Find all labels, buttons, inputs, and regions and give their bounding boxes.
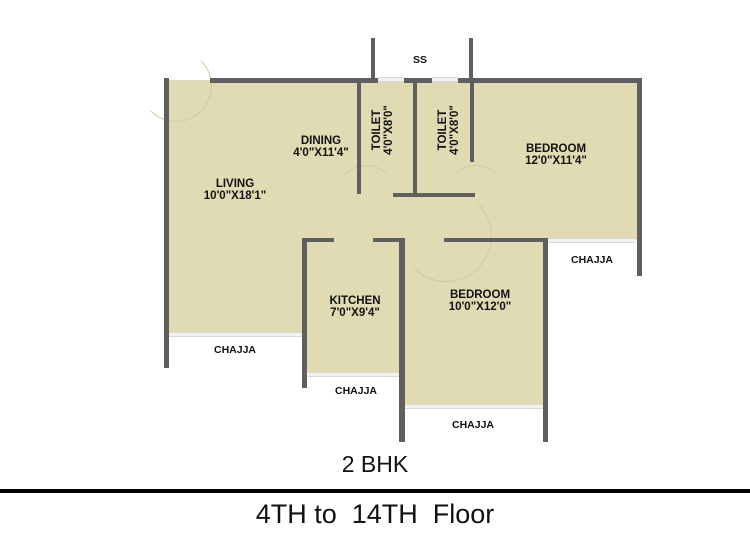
room-name: TOILET (437, 109, 449, 151)
chajja-bedroom1-edge (548, 238, 636, 243)
wall-bedroom2-top (444, 238, 548, 242)
door-arc-bedroom2 (400, 190, 492, 282)
room-name: DINING (300, 135, 342, 147)
room-label-kitchen: KITCHEN 7'0"X9'4" (310, 295, 400, 319)
room-size: 12'0"X11'4" (525, 155, 587, 167)
chajja-label-bedroom2: CHAJJA (451, 419, 494, 431)
ss-window-right (432, 77, 458, 82)
room-name: KITCHEN (329, 295, 381, 307)
wall-toilets-divider (413, 80, 417, 194)
chajja-kitchen-edge (308, 372, 400, 377)
divider-rule (0, 489, 750, 493)
room-size: 4'0"X8'0" (383, 105, 395, 155)
wall-ss-right (469, 38, 473, 83)
wall-living-left (164, 78, 169, 368)
chajja-living-edge (168, 332, 302, 337)
floor-range-title: 4TH to 14TH Floor (255, 499, 495, 529)
room-size: 10'0"X12'0" (448, 301, 512, 313)
room-name: BEDROOM (525, 143, 587, 155)
room-size: 4'0"X11'4" (293, 147, 349, 159)
wall-toilet1-left (357, 80, 361, 194)
room-size: 10'0"X18'1" (203, 190, 267, 202)
living-lower-floor (168, 238, 304, 332)
room-name: BEDROOM (449, 289, 511, 301)
door-arc-toilet2 (445, 165, 507, 227)
wall-toilet2-right (470, 80, 474, 162)
wall-top-mid (404, 78, 432, 83)
unit-type-title: 2 BHK (341, 451, 409, 477)
wall-kitchen-left (302, 238, 307, 388)
room-size: 4'0"X8'0" (449, 105, 461, 155)
wall-top-living (210, 78, 378, 83)
room-name: TOILET (371, 109, 383, 151)
room-label-bedroom1: BEDROOM 12'0"X11'4" (506, 143, 606, 167)
room-label-dining: DINING 4'0"X11'4" (276, 135, 366, 159)
room-label-toilet2: TOILET 4'0"X8'0" (437, 95, 461, 165)
door-arc-toilet1 (335, 165, 397, 227)
wall-ss-left (371, 38, 375, 83)
chajja-label-kitchen: CHAJJA (334, 385, 377, 397)
chajja-label-bedroom1: CHAJJA (570, 254, 613, 266)
wall-bedroom1-right (637, 78, 642, 276)
wall-bedroom2-right (543, 238, 548, 442)
room-label-bedroom2: BEDROOM 10'0"X12'0" (428, 289, 532, 313)
room-label-toilet1: TOILET 4'0"X8'0" (371, 95, 395, 165)
ss-window-left (378, 77, 404, 82)
wall-toilets-bottom (393, 193, 475, 197)
ss-label: SS (412, 54, 427, 66)
wall-top-bedroom1 (458, 78, 642, 83)
chajja-bedroom2-edge (404, 404, 544, 409)
room-size: 7'0"X9'4" (330, 307, 380, 319)
room-name: LIVING (215, 178, 255, 190)
chajja-label-living: CHAJJA (213, 344, 256, 356)
wall-kitchen-top-right (373, 238, 405, 242)
wall-kitchen-right (399, 238, 405, 442)
room-label-living: LIVING 10'0"X18'1" (170, 178, 300, 202)
kitchen-floor (306, 238, 402, 372)
wall-kitchen-top-left (302, 238, 334, 242)
door-arc-living (140, 50, 212, 122)
